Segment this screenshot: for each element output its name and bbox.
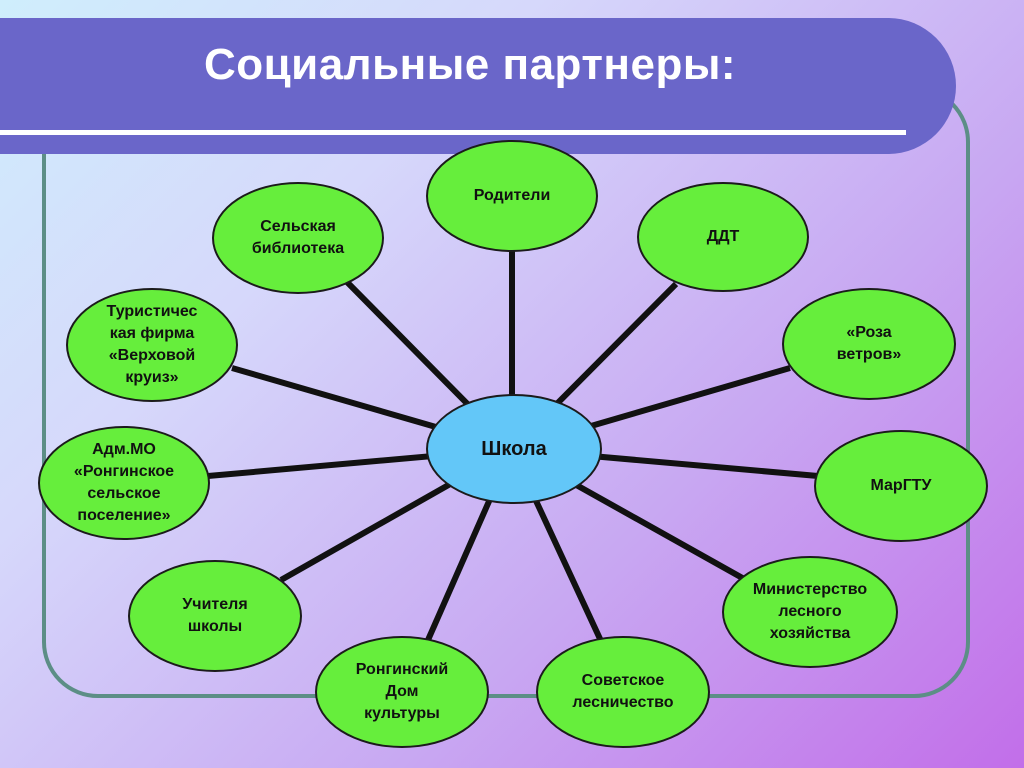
partner-node-roza-vetrov: «Роза ветров» — [782, 288, 956, 400]
partner-label: Туристичес кая фирма «Верховой круиз» — [106, 303, 198, 386]
partner-label: Учителя школы — [182, 596, 248, 635]
page-title: Социальные партнеры: — [203, 40, 737, 89]
partner-node-ddt: ДДТ — [637, 182, 809, 292]
partner-label: Родители — [473, 187, 551, 204]
partner-label: Ронгинский Дом культуры — [355, 661, 449, 722]
partner-label: Сельская библиотека — [251, 218, 345, 257]
partner-node-forestry: Советское лесничество — [536, 636, 710, 748]
partner-node-culture-house: Ронгинский Дом культуры — [315, 636, 489, 748]
partner-label: Советское лесничество — [572, 672, 674, 711]
partner-label: Адм.МО «Ронгинское сельское поселение» — [73, 441, 175, 524]
partner-label: «Роза ветров» — [836, 324, 902, 363]
partner-node-travel-firm: Туристичес кая фирма «Верховой круиз» — [66, 288, 238, 402]
partner-node-ministry: Министерство лесного хозяйства — [722, 556, 898, 668]
partner-node-administration: Адм.МО «Ронгинское сельское поселение» — [38, 426, 210, 540]
partner-label: МарГТУ — [870, 477, 932, 494]
hub-node-school: Школа — [426, 394, 602, 504]
partner-node-parents: Родители — [426, 140, 598, 252]
partner-node-teachers: Учителя школы — [128, 560, 302, 672]
title-underline — [0, 130, 906, 135]
partner-label: ДДТ — [706, 228, 740, 245]
partner-node-margtu: МарГТУ — [814, 430, 988, 542]
partner-node-library: Сельская библиотека — [212, 182, 384, 294]
hub-label: Школа — [481, 437, 547, 460]
partner-label: Министерство лесного хозяйства — [752, 581, 868, 642]
